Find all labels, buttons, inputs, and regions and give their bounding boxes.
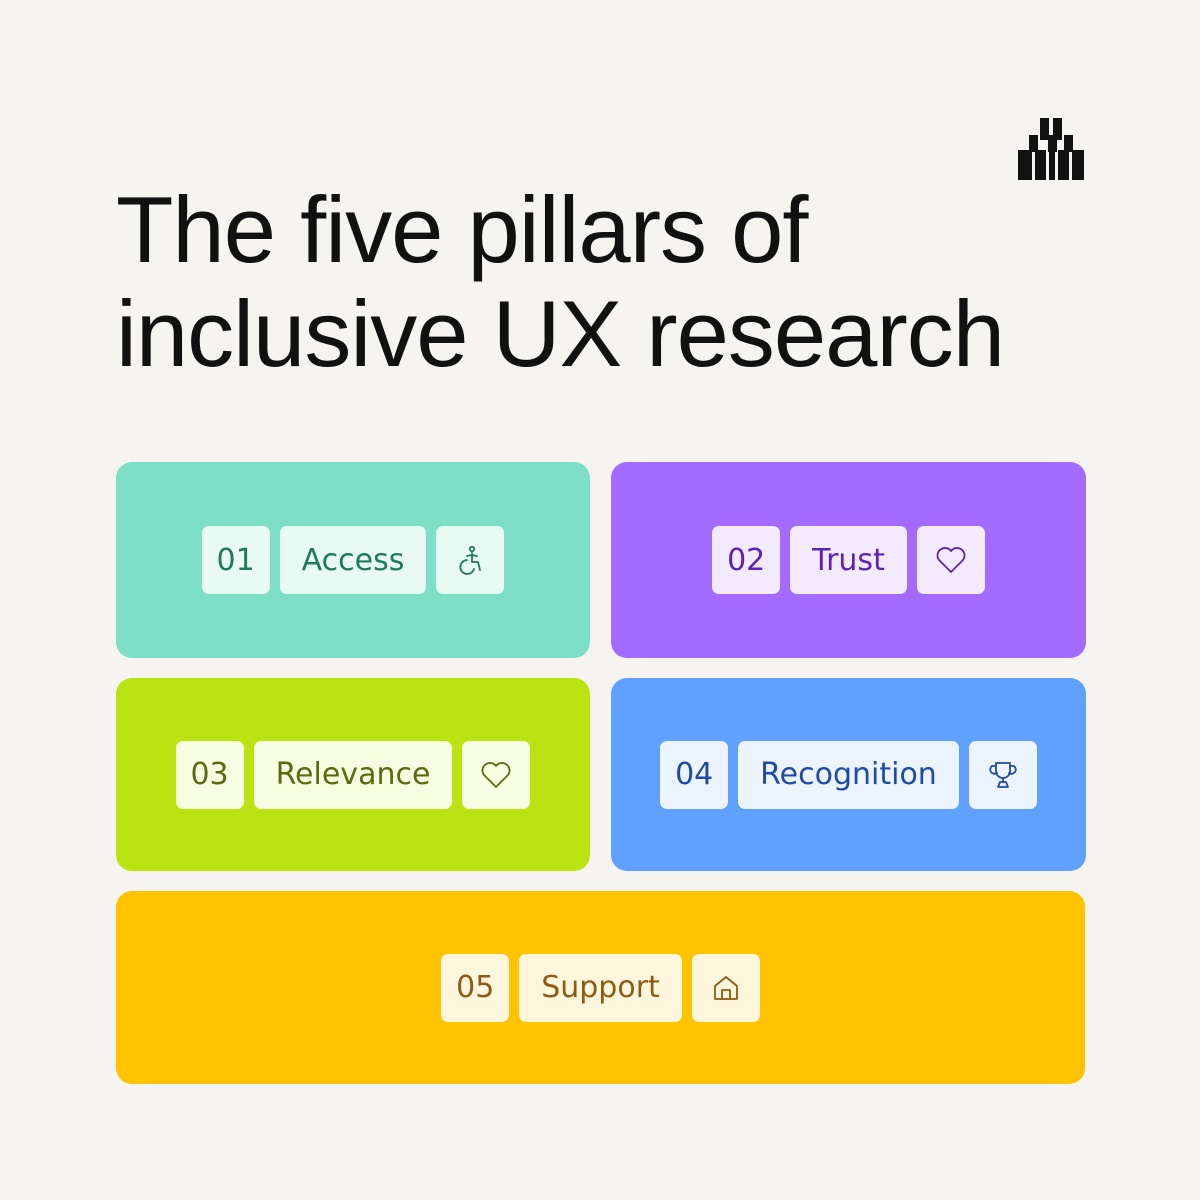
bars-logo-icon — [1018, 118, 1084, 180]
heart-icon — [916, 526, 985, 594]
pillar-card-trust: 02 Trust — [611, 462, 1086, 658]
pillar-label: Access — [279, 526, 427, 594]
pillar-label: Support — [519, 953, 682, 1022]
pillar-number: 02 — [712, 526, 781, 594]
pillar-number: 03 — [175, 740, 244, 809]
page-title: The five pillars of inclusive UX researc… — [116, 177, 1005, 386]
pillar-card-access: 01 Access — [116, 462, 590, 658]
home-icon — [691, 953, 760, 1022]
pillar-card-recognition: 04 Recognition — [611, 678, 1086, 871]
title-line-1: The five pillars of — [116, 177, 809, 282]
title-line-2: inclusive UX research — [116, 281, 1005, 386]
trophy-icon — [968, 740, 1037, 809]
pillar-number: 01 — [201, 526, 270, 594]
pillar-label: Trust — [790, 526, 907, 594]
pillar-label: Relevance — [253, 740, 453, 809]
heart-icon — [462, 740, 531, 809]
pillar-number: 04 — [660, 740, 729, 809]
pillar-number: 05 — [441, 953, 510, 1022]
pillar-card-relevance: 03 Relevance — [116, 678, 590, 871]
pillar-label: Recognition — [738, 740, 959, 809]
pillar-card-support: 05 Support — [116, 891, 1085, 1084]
accessibility-icon — [436, 526, 505, 594]
